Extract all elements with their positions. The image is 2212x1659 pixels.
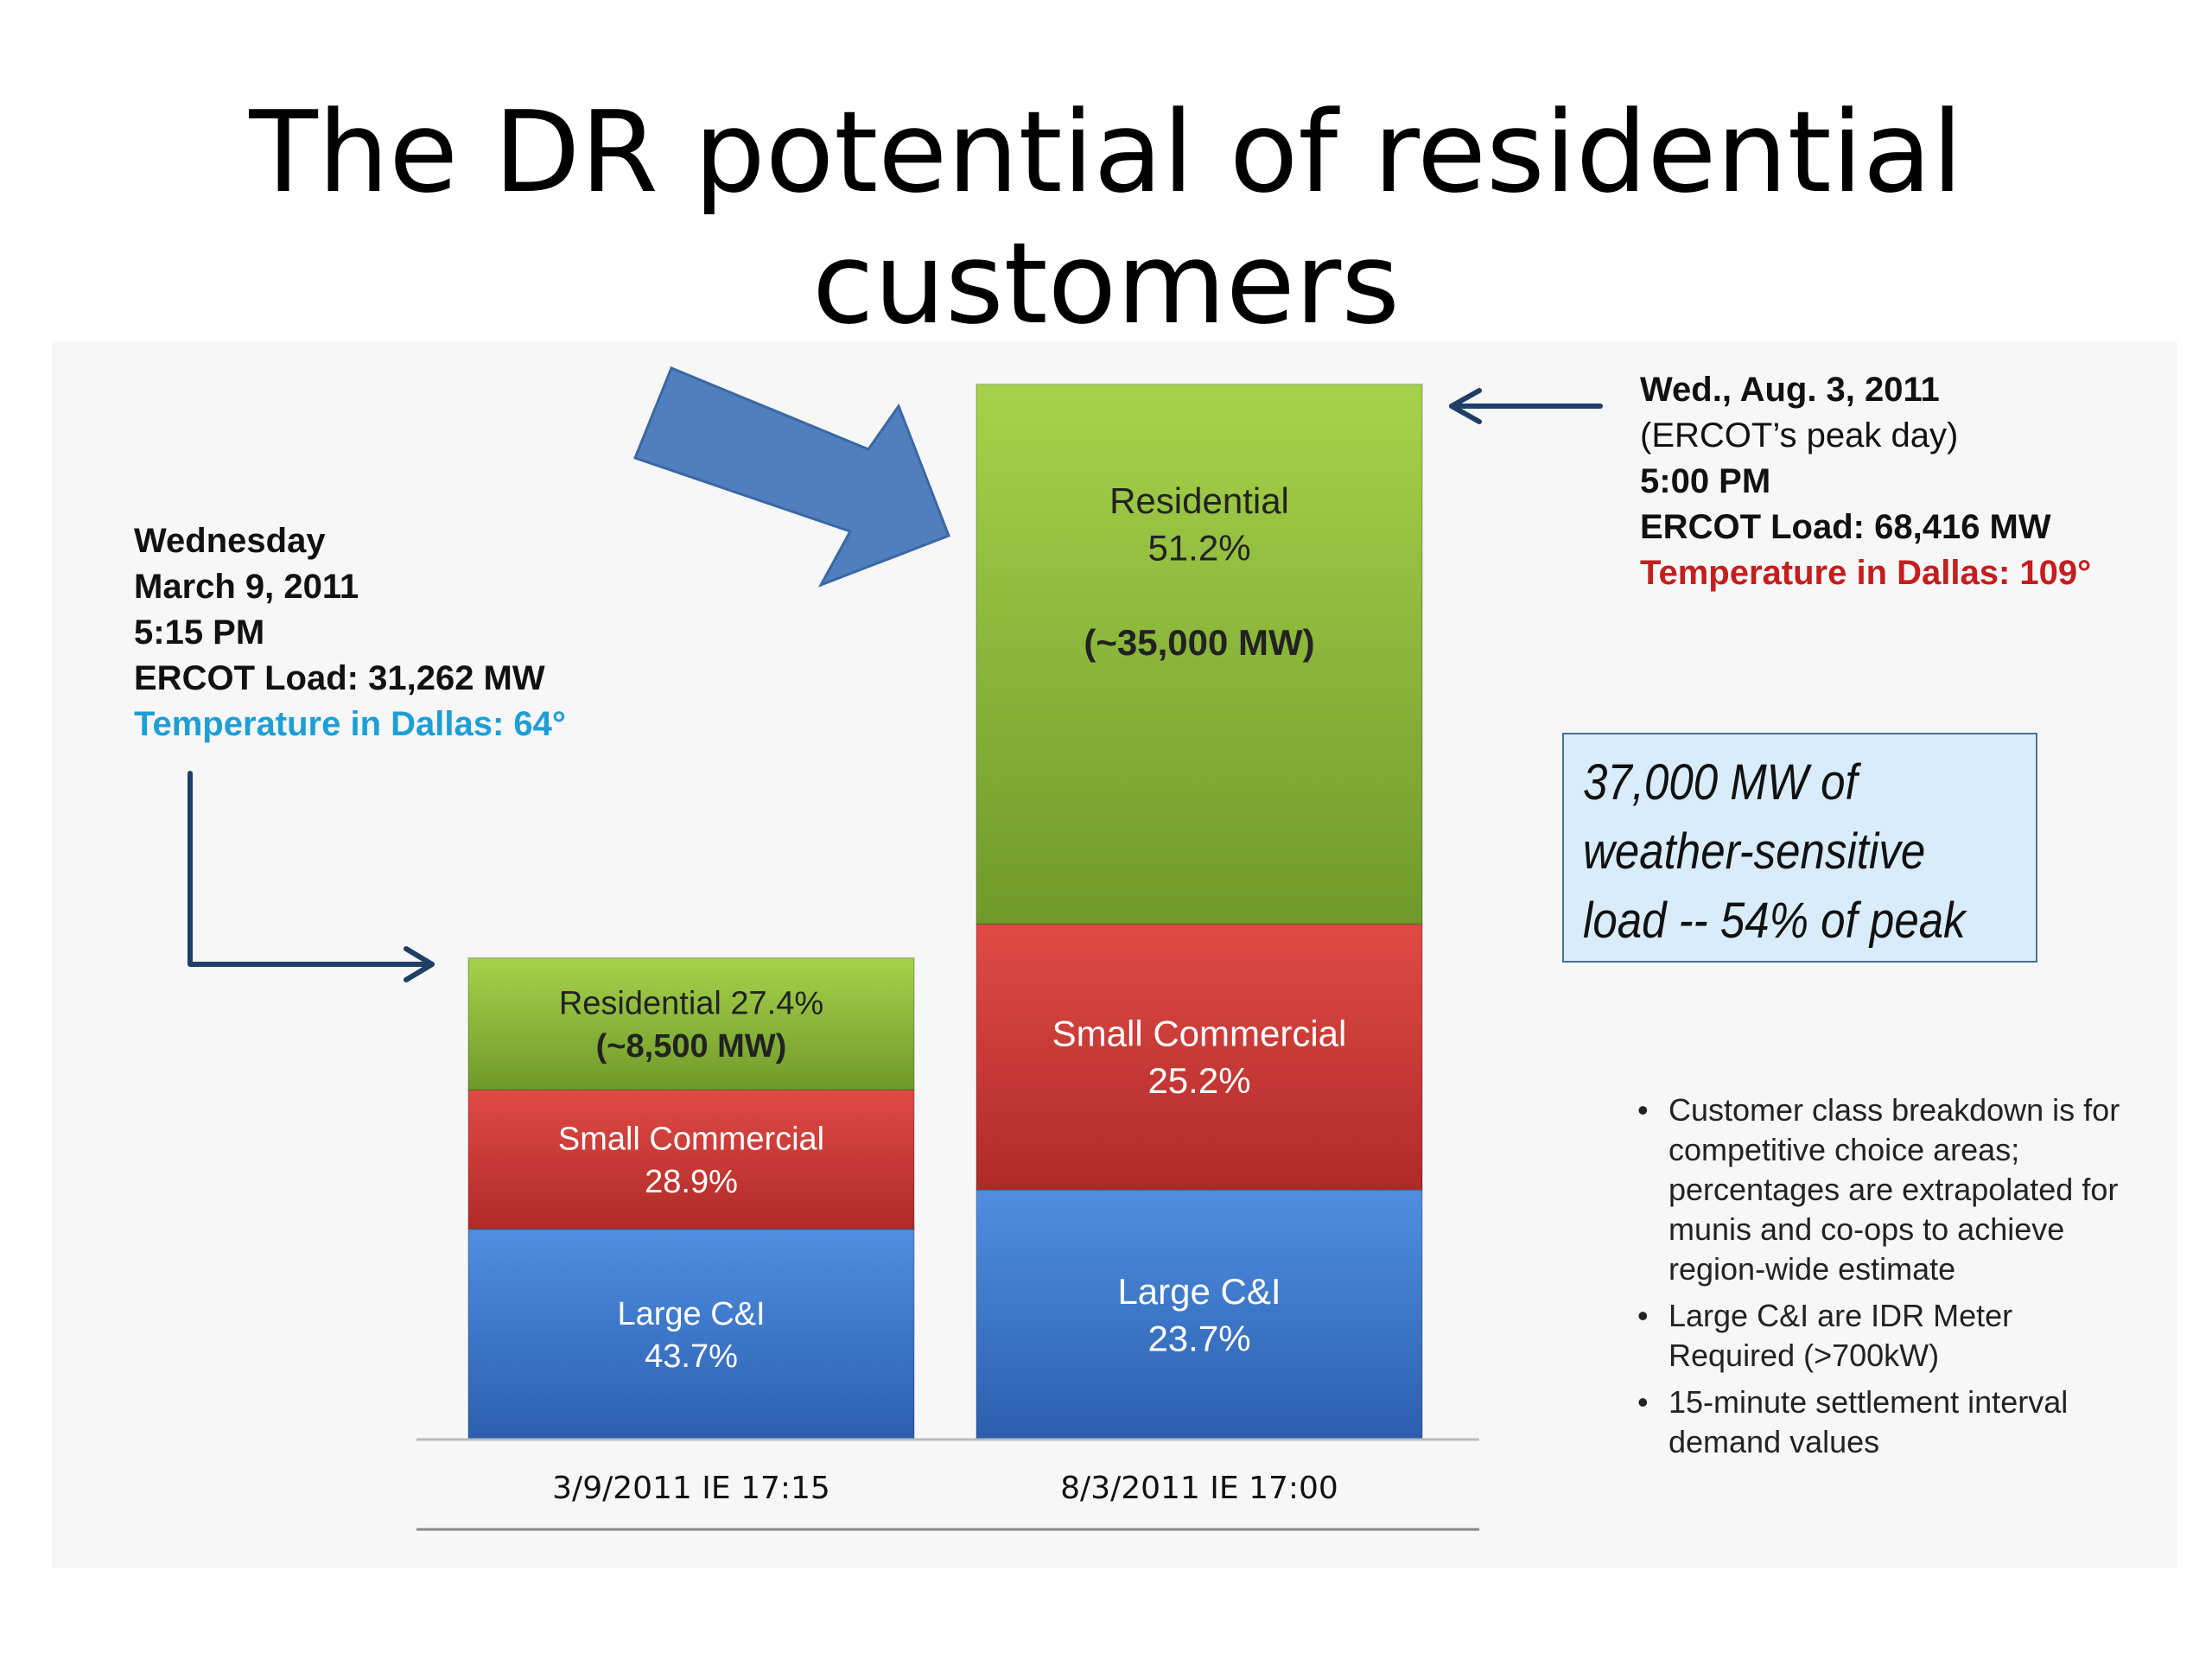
bar-label: Large C&I [1117, 1271, 1281, 1312]
bar-label: Small Commercial [558, 1121, 824, 1157]
left-ann-time: 5:15 PM [134, 613, 265, 652]
bar-label: Large C&I [617, 1296, 765, 1332]
left-elbow-arrow-icon [188, 771, 435, 982]
bar-segment-large-ci [976, 1188, 1423, 1440]
bar-segment-residential [467, 957, 915, 1091]
x-tick-label: 8/3/2011 IE 17:00 [1060, 1471, 1338, 1506]
right-arrow-icon [1449, 388, 1603, 424]
bar-label: 28.9% [645, 1164, 738, 1200]
left-ann-date: March 9, 2011 [134, 568, 359, 606]
left-ann-load: ERCOT Load: 31,262 MW [134, 659, 545, 697]
bar-label: (~8,500 MW) [596, 1028, 787, 1065]
right-annotation: Wed., Aug. 3, 2011 (ERCOT’s peak day) 5:… [1640, 367, 2091, 596]
bar-label: 51.2% [1147, 528, 1250, 569]
note-item: Large C&I are IDR Meter Required (>700kW… [1637, 1296, 2121, 1376]
left-ann-day: Wednesday [134, 522, 326, 560]
callout-line-1: 37,000 MW of [1583, 754, 1858, 810]
callout-line-2: weather-sensitive [1583, 823, 1926, 880]
bar-label: 25.2% [1147, 1060, 1250, 1101]
big-arrow-icon [633, 366, 950, 588]
bar-label: Residential 27.4% [559, 986, 823, 1022]
x-tick-label: 3/9/2011 IE 17:15 [552, 1471, 830, 1506]
bars-layer [467, 383, 1423, 1441]
notes: Customer class breakdown is for competit… [1637, 1090, 2121, 1469]
bar-segment-large-ci [467, 1228, 915, 1441]
left-ann-temperature: Temperature in Dallas: 64° [134, 705, 566, 743]
bar-segment-residential [976, 383, 1423, 925]
right-ann-temperature: Temperature in Dallas: 109° [1640, 554, 2092, 592]
right-ann-peak-note: (ERCOT’s peak day) [1640, 416, 1959, 454]
bar-label: 43.7% [645, 1338, 738, 1375]
bar-label: (~35,000 MW) [1084, 622, 1314, 663]
x-tick-labels: 3/9/2011 IE 17:15 8/3/2011 IE 17:00 [552, 1471, 1338, 1506]
note-item: Customer class breakdown is for competit… [1637, 1090, 2121, 1289]
bar-segment-small-commercial [467, 1089, 915, 1230]
right-ann-load: ERCOT Load: 68,416 MW [1640, 508, 2051, 546]
right-ann-date: Wed., Aug. 3, 2011 [1640, 371, 1940, 409]
x-axis [416, 1438, 1479, 1531]
bar-segment-small-commercial [976, 923, 1423, 1191]
bar-labels-layer: Large C&I 43.7% Small Commercial 28.9% Resid… [558, 480, 1347, 1375]
right-ann-time: 5:00 PM [1640, 462, 1771, 500]
slide-title: The DR potential of residential customer… [249, 86, 1963, 349]
bar-label: Small Commercial [1052, 1014, 1347, 1054]
left-annotation: Wednesday March 9, 2011 5:15 PM ERCOT Lo… [134, 518, 566, 747]
note-item: 15-minute settlement interval demand val… [1637, 1382, 2121, 1462]
bar-label: 23.7% [1147, 1318, 1250, 1358]
bar-label: Residential [1109, 480, 1289, 521]
weather-sensitive-callout: 37,000 MW of weather-sensitive load -- 5… [1562, 733, 2037, 963]
callout-line-3: load -- 54% of peak [1583, 893, 1966, 949]
